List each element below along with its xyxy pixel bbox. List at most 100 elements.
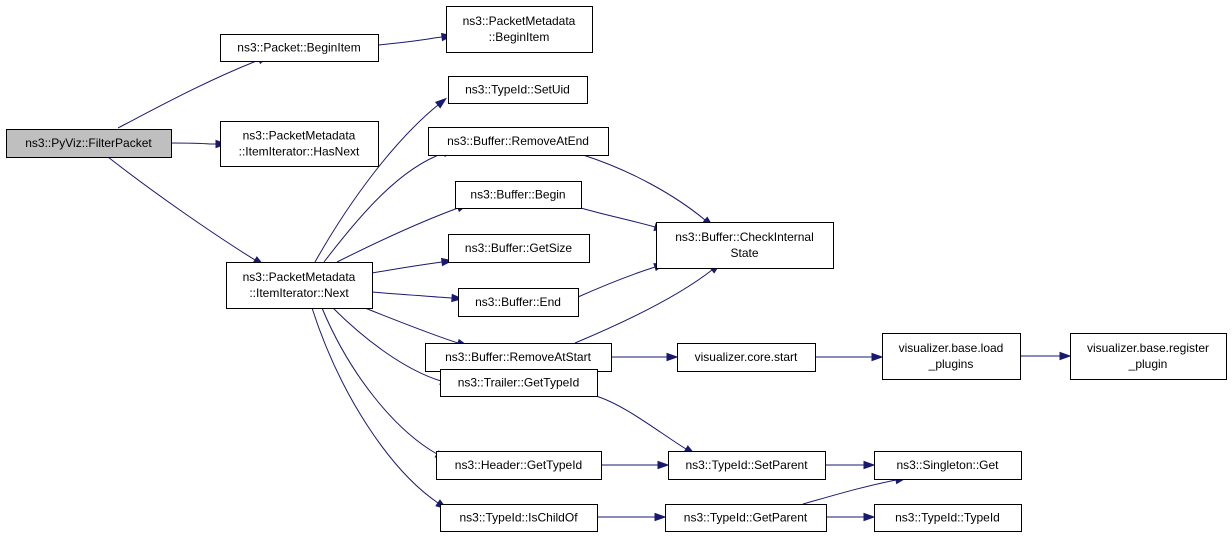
node-label: ns3::Buffer::GetSize: [465, 241, 572, 255]
node-label: ns3::Buffer::RemoveAtStart: [445, 350, 592, 364]
node-label: ns3::Buffer::CheckInternal: [675, 230, 814, 244]
arrowhead: [657, 460, 670, 470]
node-box: [448, 234, 590, 263]
node-box: [436, 451, 602, 480]
node-label: ::ItemIterator::Next: [249, 286, 349, 300]
node-typeid-ischildof[interactable]: ns3::TypeId::IsChildOf: [440, 504, 598, 532]
node-typeid-setuid[interactable]: ns3::TypeId::SetUid: [448, 76, 588, 104]
edge-filter_packet-to-pm_hasnext: [170, 139, 228, 149]
edge-line: [311, 307, 439, 504]
edge-filter_packet-to-packet_beginitem: [117, 55, 270, 129]
arrowhead: [666, 352, 679, 362]
node-packet-beginitem[interactable]: ns3::Packet::BeginItem: [220, 34, 379, 62]
node-buffer-end[interactable]: ns3::Buffer::End: [458, 288, 579, 317]
edge-buffer_removeatstart-to-visualizer_core_start: [611, 352, 679, 362]
node-buffer-removeatend[interactable]: ns3::Buffer::RemoveAtEnd: [428, 127, 609, 156]
node-box: [874, 451, 1022, 480]
node-label: visualizer.core.start: [695, 350, 798, 364]
edge-line: [314, 104, 439, 263]
node-typeid-typeid[interactable]: ns3::TypeId::TypeId: [874, 504, 1022, 532]
arrowhead: [434, 97, 447, 109]
node-visualizer-base-load-plugins[interactable]: visualizer.base.load_plugins: [882, 333, 1021, 380]
node-label: ns3::Singleton::Get: [896, 458, 999, 472]
node-box: [677, 343, 816, 372]
edge-line: [574, 269, 713, 344]
node-label: ns3::PacketMetadata: [243, 129, 356, 143]
node-box: [458, 288, 579, 317]
node-typeid-getparent[interactable]: ns3::TypeId::GetParent: [665, 504, 827, 532]
node-label: visualizer.base.register: [1087, 341, 1209, 355]
edge-line: [364, 307, 459, 344]
edge-filter_packet-to-pm_next: [107, 156, 265, 267]
edge-line: [595, 395, 687, 450]
node-label: ns3::TypeId::IsChildOf: [459, 511, 578, 525]
node-label: ns3::Trailer::GetTypeId: [458, 376, 580, 390]
edge-line: [580, 207, 656, 228]
node-box: [6, 129, 172, 158]
node-label: ns3::PacketMetadata: [243, 270, 356, 284]
node-label: ns3::TypeId::GetParent: [684, 511, 808, 525]
edge-pm_next-to-buffer_removeatstart: [364, 307, 469, 347]
arrowhead: [451, 293, 464, 303]
node-label: ns3::TypeId::SetUid: [465, 83, 570, 97]
node-typeid-setparent[interactable]: ns3::TypeId::SetParent: [668, 451, 826, 480]
edge-pm_next-to-header_gettypeid: [321, 307, 447, 460]
node-label: ns3::Buffer::Begin: [470, 188, 565, 202]
edge-line: [332, 307, 442, 382]
edge-typeid_ischildof-to-typeid_getparent: [597, 512, 667, 522]
node-label: ns3::Buffer::RemoveAtEnd: [447, 134, 589, 148]
node-label: ns3::TypeId::SetParent: [685, 458, 808, 472]
node-label: ns3::Buffer::End: [475, 295, 561, 309]
edge-visualizer_base_load_plugins-to-visualizer_base_register_plugin: [1020, 351, 1072, 361]
edge-buffer_removeatend-to-buffer_checkinternalstate: [582, 154, 714, 228]
node-buffer-begin[interactable]: ns3::Buffer::Begin: [455, 181, 582, 209]
edge-typeid_getparent-to-typeid_typeid: [826, 512, 876, 522]
edge-line: [323, 152, 445, 263]
node-visualizer-core-start[interactable]: visualizer.core.start: [677, 343, 816, 372]
node-box: [440, 504, 598, 532]
edge-line: [107, 156, 256, 261]
edge-pm_next-to-buffer_getsize: [371, 257, 454, 274]
node-box: [455, 181, 582, 209]
node-trailer-gettypeid[interactable]: ns3::Trailer::GetTypeId: [440, 369, 598, 397]
node-buffer-removeatstart[interactable]: ns3::Buffer::RemoveAtStart: [425, 343, 612, 372]
node-box: [874, 504, 1022, 532]
edge-line: [321, 307, 438, 455]
node-label: ns3::PacketMetadata: [463, 14, 576, 28]
arrowhead: [1059, 351, 1072, 361]
edge-line: [577, 266, 656, 298]
edge-line: [170, 142, 216, 145]
node-pm-next[interactable]: ns3::PacketMetadata::ItemIterator::Next: [226, 262, 373, 309]
node-box: [656, 222, 834, 269]
node-header-gettypeid[interactable]: ns3::Header::GetTypeId: [436, 451, 602, 480]
edge-buffer_begin-to-buffer_checkinternalstate: [580, 207, 667, 231]
node-pm-beginitem[interactable]: ns3::PacketMetadata::BeginItem: [446, 6, 593, 53]
edge-typeid_setparent-to-singleton_get: [825, 460, 876, 470]
edge-pm_next-to-buffer_end: [371, 291, 464, 303]
node-filter-packet[interactable]: ns3::PyViz::FilterPacket: [6, 129, 172, 158]
arrowhead: [863, 512, 876, 522]
node-box: [220, 34, 379, 62]
node-box: [226, 262, 373, 309]
node-box: [446, 6, 593, 53]
node-label: ::ItemIterator::HasNext: [239, 145, 360, 159]
node-label: visualizer.base.load: [899, 341, 1004, 355]
node-box: [440, 369, 598, 397]
edge-typeid_getparent-to-singleton_get: [802, 475, 908, 505]
edge-line: [371, 261, 443, 274]
node-label: ns3::PyViz::FilterPacket: [25, 136, 152, 150]
node-box: [220, 121, 379, 167]
node-singleton-get[interactable]: ns3::Singleton::Get: [874, 451, 1022, 480]
edge-line: [802, 479, 897, 505]
nodes-layer: ns3::PyViz::FilterPacket ns3::Packet::Beg…: [6, 6, 1227, 532]
edge-line: [117, 59, 260, 129]
node-box: [665, 504, 827, 532]
arrowhead: [871, 352, 884, 362]
node-buffer-getsize[interactable]: ns3::Buffer::GetSize: [448, 234, 590, 263]
node-visualizer-base-register-plugin[interactable]: visualizer.base.register_plugin: [1070, 333, 1227, 380]
edge-buffer_end-to-buffer_checkinternalstate: [577, 263, 666, 298]
node-pm-hasnext[interactable]: ns3::PacketMetadata::ItemIterator::HasNe…: [220, 121, 379, 167]
node-label: ns3::TypeId::TypeId: [895, 511, 1000, 525]
